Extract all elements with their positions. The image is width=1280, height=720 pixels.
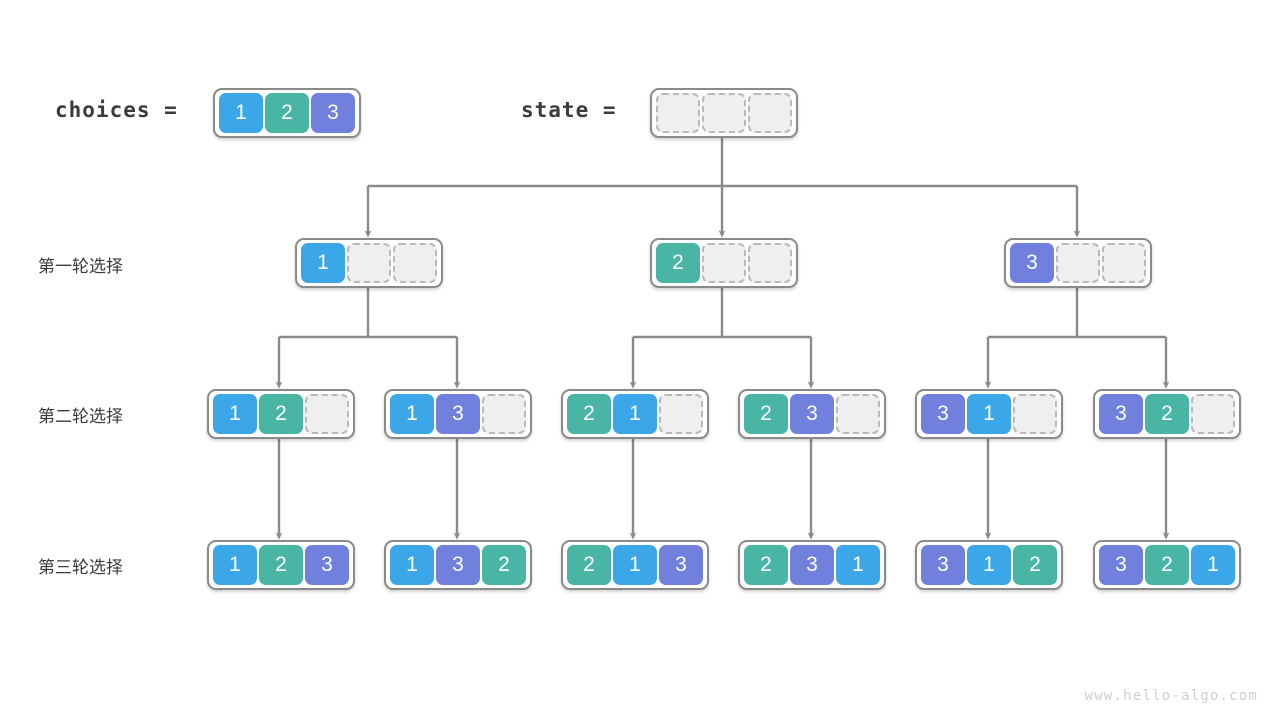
array-cell-value: 2 xyxy=(744,394,788,434)
tree-node-level1-2: 2 xyxy=(650,238,798,288)
array-cell-value: 2 xyxy=(259,394,303,434)
array-cell-value: 1 xyxy=(967,394,1011,434)
array-cell-value: 2 xyxy=(1013,545,1057,585)
array-cell-value: 2 xyxy=(656,243,700,283)
row-label-round-3: 第三轮选择 xyxy=(38,558,123,577)
array-cell-empty xyxy=(305,394,349,434)
array-cell-value: 3 xyxy=(305,545,349,585)
array-cell-empty xyxy=(656,93,700,133)
array-cell-value: 1 xyxy=(613,394,657,434)
array-cell-value: 2 xyxy=(265,93,309,133)
array-cell-empty xyxy=(347,243,391,283)
array-cell-value: 1 xyxy=(836,545,880,585)
array-cell-value: 3 xyxy=(659,545,703,585)
array-cell-empty xyxy=(393,243,437,283)
array-cell-empty xyxy=(702,93,746,133)
array-cell-empty xyxy=(1191,394,1235,434)
array-cell-value: 1 xyxy=(1191,545,1235,585)
array-cell-empty xyxy=(1056,243,1100,283)
array-cell-empty xyxy=(1013,394,1057,434)
array-cell-empty xyxy=(702,243,746,283)
array-cell-value: 2 xyxy=(744,545,788,585)
array-cell-empty xyxy=(659,394,703,434)
array-cell-value: 2 xyxy=(482,545,526,585)
array-cell-value: 2 xyxy=(1145,545,1189,585)
array-cell-value: 3 xyxy=(921,545,965,585)
array-cell-value: 1 xyxy=(213,394,257,434)
array-cell-value: 3 xyxy=(311,93,355,133)
array-cell-value: 3 xyxy=(1099,394,1143,434)
choices-label: choices = xyxy=(55,98,178,122)
array-cell-value: 3 xyxy=(1010,243,1054,283)
array-cell-value: 1 xyxy=(219,93,263,133)
array-cell-value: 1 xyxy=(967,545,1011,585)
array-cell-value: 1 xyxy=(390,545,434,585)
watermark: www.hello-algo.com xyxy=(1084,688,1258,704)
array-cell-value: 3 xyxy=(436,394,480,434)
array-cell-empty xyxy=(1102,243,1146,283)
array-cell-empty xyxy=(748,93,792,133)
array-cell-value: 3 xyxy=(436,545,480,585)
array-cell-empty xyxy=(836,394,880,434)
tree-node-level1-3: 3 xyxy=(1004,238,1152,288)
array-cell-value: 2 xyxy=(567,394,611,434)
state-label: state = xyxy=(521,98,617,122)
array-cell-empty xyxy=(482,394,526,434)
array-cell-value: 3 xyxy=(921,394,965,434)
array-cell-value: 1 xyxy=(213,545,257,585)
array-cell-value: 1 xyxy=(390,394,434,434)
array-cell-value: 1 xyxy=(613,545,657,585)
array-cell-value: 3 xyxy=(790,545,834,585)
state-array xyxy=(650,88,798,138)
array-cell-empty xyxy=(748,243,792,283)
array-cell-value: 3 xyxy=(790,394,834,434)
array-cell-value: 2 xyxy=(567,545,611,585)
array-cell-value: 2 xyxy=(259,545,303,585)
row-label-round-1: 第一轮选择 xyxy=(38,257,123,276)
tree-node-level1-1: 1 xyxy=(295,238,443,288)
array-cell-value: 2 xyxy=(1145,394,1189,434)
row-label-round-2: 第二轮选择 xyxy=(38,407,123,426)
array-cell-value: 3 xyxy=(1099,545,1143,585)
array-cell-value: 1 xyxy=(301,243,345,283)
